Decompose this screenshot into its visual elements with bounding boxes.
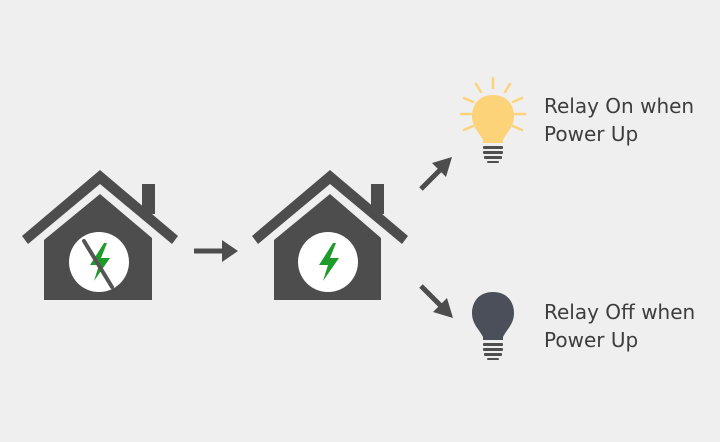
slash-icon — [82, 239, 114, 289]
right-arrow-icon — [194, 240, 238, 262]
light-bulb-off-icon — [472, 292, 514, 360]
lightning-bolt-icon — [319, 243, 339, 281]
house-power-on-icon — [252, 170, 408, 300]
up-right-arrow-icon — [419, 157, 452, 191]
relay-on-label: Relay On when Power Up — [544, 92, 694, 148]
relay-off-label-line2: Power Up — [544, 328, 639, 352]
relay-off-label: Relay Off when Power Up — [544, 298, 695, 354]
down-right-arrow-icon — [419, 284, 453, 318]
relay-on-label-line1: Relay On when — [544, 94, 695, 118]
relay-on-label-line2: Power Up — [544, 122, 639, 146]
house-power-off-icon — [22, 170, 178, 300]
relay-off-label-line1: Relay Off when — [544, 300, 696, 324]
light-bulb-on-icon — [459, 76, 527, 163]
lightning-bolt-icon — [90, 243, 110, 281]
